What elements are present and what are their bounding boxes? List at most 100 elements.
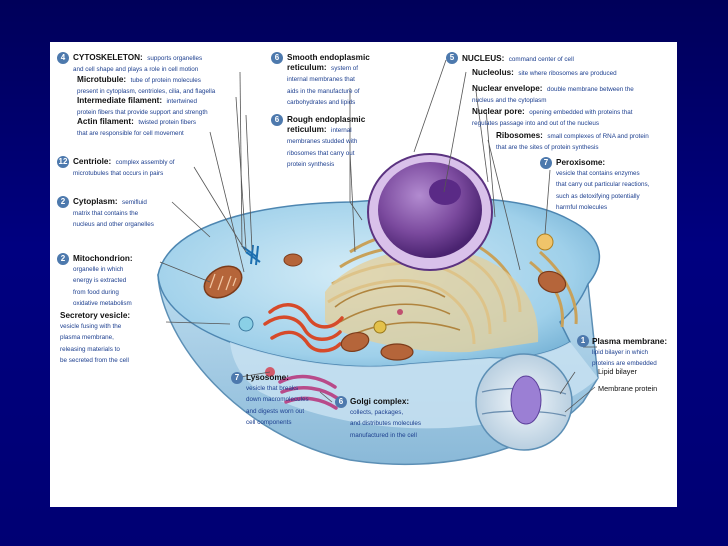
label-golgi: Golgi complex: collects, packages, and d…	[350, 396, 421, 440]
badge-rough-er: 6	[271, 114, 283, 126]
plasma-membrane-desc-2: proteins are embedded	[592, 360, 657, 368]
smooth-er-desc-2: internal membranes that	[287, 76, 355, 84]
secretory-vesicle-title: Secretory vesicle:	[60, 311, 131, 320]
lysosome-title: Lysosome:	[246, 373, 289, 382]
smooth-er-title-2: reticulum:	[287, 63, 327, 73]
peroxisome-desc-1: vesicle that contains enzymes	[556, 170, 640, 178]
rough-er-desc-1: internal	[331, 127, 352, 135]
smooth-er-desc-1: system of	[331, 65, 358, 73]
lysosome-desc-2: down macromolecules	[246, 396, 309, 404]
plasma-membrane-desc-1: lipid bilayer in which	[592, 349, 648, 357]
label-secretory-vesicle: Secretory vesicle: vesicle fusing with t…	[60, 310, 130, 365]
label-nucleus: NUCLEUS: command center of cell	[462, 53, 574, 64]
mitochondrion-desc-2: energy is extracted	[73, 277, 127, 285]
label-lysosome: Lysosome: vesicle that breaks down macro…	[246, 372, 309, 427]
label-nuclear-pore: Nuclear pore: opening embedded with prot…	[472, 106, 633, 128]
golgi-desc-1: collects, packages,	[350, 409, 404, 417]
badge-lysosome: 7	[231, 372, 243, 384]
actin-filament-title: Actin filament:	[77, 117, 134, 126]
golgi-stack	[278, 374, 339, 410]
leader-lines	[159, 59, 597, 413]
golgi-desc-2: and distributes molecules	[350, 420, 422, 428]
label-intermediate-filament: Intermediate filament: intertwined prote…	[77, 95, 208, 117]
rough-er-desc-3: ribosomes that carry out	[287, 149, 355, 157]
plasma-membrane-title: Plasma membrane:	[592, 337, 668, 346]
nuclear-envelope-desc-2: nucleus and the cytoplasm	[472, 97, 547, 105]
nucleus-desc-1: command center of cell	[508, 56, 574, 63]
lysosome-desc-4: cell components	[246, 418, 292, 426]
label-nuclear-envelope: Nuclear envelope: double membrane betwee…	[472, 83, 634, 105]
cytoplasm-desc-2: matrix that contains the	[73, 210, 139, 218]
microtubule-desc-1: tube of protein molecules	[130, 77, 201, 84]
membrane-protein-shape	[510, 375, 542, 425]
cytoplasm-desc-1: semifluid	[122, 199, 147, 206]
label-centriole: Centriole: complex assembly of microtubu…	[73, 156, 174, 178]
label-peroxisome: Peroxisome: vesicle that contains enzyme…	[556, 157, 649, 212]
label-cytoplasm: Cytoplasm: semifluid matrix that contain…	[73, 196, 154, 230]
label-rough-er: Rough endoplasmic reticulum: internal me…	[287, 114, 365, 169]
badge-smooth-er: 6	[271, 52, 283, 64]
microtubule-title: Microtubule:	[77, 75, 127, 84]
secretory-vesicle-desc-2: plasma membrane,	[60, 334, 114, 342]
label-ribosomes: Ribosomes: small complexes of RNA and pr…	[496, 130, 649, 152]
mitochondrion-desc-4: oxidative metabolism	[73, 299, 132, 307]
label-lipid-bilayer: Lipid bilayer	[598, 367, 637, 376]
lysosome-desc-3: and digests worn out	[246, 407, 305, 415]
badge-plasma-membrane: 1	[577, 335, 589, 347]
cytoskeleton-desc-2: and cell shape and plays a role in cell …	[73, 66, 199, 74]
peroxisome-desc-4: harmful molecules	[556, 203, 608, 211]
mitochondrion-desc-3: from food during	[73, 288, 119, 296]
rough-er-title: Rough endoplasmic	[287, 115, 366, 124]
intermediate-filament-desc-2: protein fibers that provide support and …	[77, 109, 208, 117]
microtubule-desc-2: present in cytoplasm, centrioles, cilia,…	[77, 88, 216, 96]
nuclear-envelope-title: Nuclear envelope:	[472, 84, 543, 93]
badge-golgi: 6	[335, 396, 347, 408]
badge-centriole: 12	[57, 156, 69, 168]
badge-peroxisome: 7	[540, 157, 552, 169]
label-nucleolus: Nucleolus: site where ribosomes are prod…	[472, 67, 617, 78]
badge-cytoskeleton: 4	[57, 52, 69, 64]
actin-filament-desc-2: that are responsible for cell movement	[77, 130, 184, 138]
smooth-er-title: Smooth endoplasmic	[287, 53, 370, 62]
nucleolus-title: Nucleolus:	[472, 68, 514, 77]
nucleus-title: NUCLEUS:	[462, 54, 505, 63]
rough-er-title-2: reticulum:	[287, 125, 327, 135]
label-smooth-er: Smooth endoplasmic reticulum: system of …	[287, 52, 370, 107]
peroxisome-desc-3: such as detoxifying potentially	[556, 192, 640, 200]
secretory-vesicle-desc-4: be secreted from the cell	[60, 356, 129, 364]
diagram-panel: 4 12 2 2 6 6 5 7 1 7 6 CYTOSKELETON: sup…	[50, 42, 677, 507]
label-actin-filament: Actin filament: twisted protein fibers t…	[77, 116, 196, 138]
centriole-shape	[242, 244, 261, 266]
actin-filament-desc-1: twisted protein fibers	[138, 119, 197, 126]
golgi-desc-3: manufactured in the cell	[350, 431, 417, 439]
smooth-er-desc-3: aids in the manufacture of	[287, 87, 360, 95]
ribosomes-title: Ribosomes:	[496, 131, 543, 140]
ribosomes-desc-2: that are the sites of protein synthesis	[496, 144, 599, 152]
peroxisome-title: Peroxisome:	[556, 158, 606, 167]
label-cytoskeleton: CYTOSKELETON: supports organelles and ce…	[73, 52, 202, 74]
mitochondrion-title: Mitochondrion:	[73, 254, 133, 263]
cell-illustration	[157, 59, 600, 466]
cytoplasm-title: Cytoplasm:	[73, 197, 118, 206]
secretory-vesicle-desc-3: releasing materials to	[60, 345, 120, 353]
mitochondrion-desc-1: organelle in which	[73, 266, 124, 274]
label-membrane-protein: Membrane protein	[598, 384, 658, 393]
badge-nucleus: 5	[446, 52, 458, 64]
centriole-desc-1: complex assembly of	[115, 159, 175, 166]
centriole-title: Centriole:	[73, 157, 112, 166]
nucleolus-desc-1: site where ribosomes are produced	[518, 70, 617, 77]
nuclear-envelope-desc-1: double membrane between the	[546, 86, 634, 93]
rough-er-desc-2: membranes studded with	[287, 138, 358, 146]
secretory-vesicle-desc-1: vesicle fusing with the	[60, 323, 122, 331]
cytoplasm-desc-3: nucleus and other organelles	[73, 221, 154, 229]
cytoskeleton-desc-1: supports organelles	[147, 55, 203, 62]
nuclear-pore-title: Nuclear pore:	[472, 107, 525, 116]
lysosome-desc-1: vesicle that breaks	[246, 385, 299, 393]
cytoskeleton-title: CYTOSKELETON:	[73, 53, 143, 62]
label-plasma-membrane: Plasma membrane: lipid bilayer in which …	[592, 336, 667, 369]
nuclear-pore-desc-1: opening embedded with proteins that	[529, 109, 633, 116]
ribosomes-desc-1: small complexes of RNA and protein	[547, 133, 649, 140]
label-mitochondrion: Mitochondrion: organelle in which energy…	[73, 253, 133, 308]
centriole-desc-2: microtubules that occurs in pairs	[73, 170, 164, 178]
nuclear-pore-desc-2: regulates passage into and out of the nu…	[472, 120, 600, 128]
